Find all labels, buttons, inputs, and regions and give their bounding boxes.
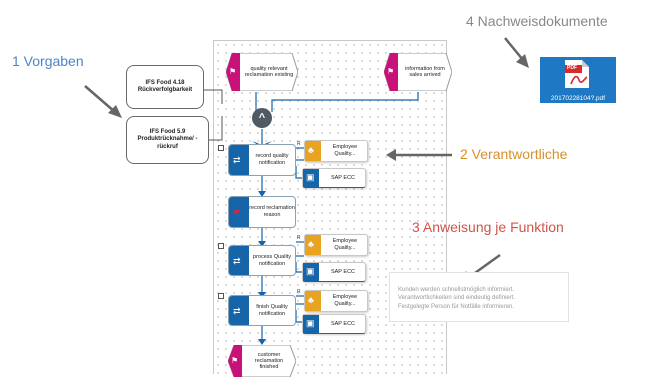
- function-record-quality-notification[interactable]: ⇄ record quality notification: [228, 144, 296, 176]
- system-icon: ▣: [303, 315, 319, 333]
- system-sap-ecc[interactable]: ▣ SAP ECC: [302, 314, 366, 334]
- role-label: Employee Quality...: [332, 294, 358, 307]
- annotation-anweisung: 3 Anweisung je Funktion: [412, 219, 564, 235]
- annotation-vorgaben: 1 Vorgaben: [12, 53, 84, 69]
- note-line: Festgelegte Person für Notfälle informie…: [398, 303, 515, 310]
- attachment-marker[interactable]: [218, 145, 224, 151]
- function-label: process Quality notification: [253, 253, 291, 267]
- requirement-text: IFS Food 4.18 Rückverfolgbarkeit: [137, 79, 193, 93]
- role-label: Employee Quality...: [332, 238, 358, 251]
- event-start-sales-info[interactable]: ⚑ information from sales arrived: [384, 53, 452, 91]
- role-employee-quality[interactable]: ♣ Employee Quality...: [304, 140, 368, 162]
- function-process-quality-notification[interactable]: ⇄ process Quality notification: [228, 245, 296, 276]
- function-finish-quality-notification[interactable]: ⇄ finish Quality notification: [228, 295, 296, 326]
- annotation-nachweisdokumente: 4 Nachweisdokumente: [466, 13, 608, 29]
- gateway-and-icon[interactable]: ^: [252, 108, 272, 128]
- function-icon: ▰: [229, 197, 249, 227]
- system-sap-ecc[interactable]: ▣ SAP ECC: [302, 168, 366, 188]
- system-label: SAP ECC: [330, 174, 356, 181]
- flag-icon: ⚑: [231, 356, 239, 365]
- r-label: R: [297, 289, 301, 295]
- function-record-reclamation-reason[interactable]: ▰ record reclamation reason: [228, 196, 296, 228]
- requirement-text: IFS Food 5.9 Produktrücknahme/ - rückruf: [137, 129, 198, 150]
- system-icon: ▣: [303, 169, 319, 187]
- event-label: information from sales arrived: [405, 65, 445, 78]
- attachment-marker[interactable]: [218, 293, 224, 299]
- pdf-filename: 20170228104?.pdf: [550, 95, 606, 102]
- event-label: quality relevant reclamation existing: [244, 65, 294, 78]
- pdf-badge: PDF: [567, 65, 577, 71]
- event-start-reclamation[interactable]: ⚑ quality relevant reclamation existing: [226, 53, 298, 91]
- function-label: record reclamation reason: [249, 205, 295, 218]
- flag-icon: ⚑: [387, 67, 395, 76]
- system-sap-ecc[interactable]: ▣ SAP ECC: [302, 262, 366, 282]
- function-icon: ⇄: [229, 145, 249, 175]
- function-label: record quality notification: [255, 153, 289, 166]
- function-icon: ⇄: [229, 296, 249, 325]
- function-label: finish Quality notification: [256, 303, 288, 317]
- function-icon: ⇄: [229, 246, 249, 275]
- attachment-marker[interactable]: [218, 243, 224, 249]
- role-employee-quality[interactable]: ♣ Employee Quality...: [304, 234, 368, 256]
- person-icon: ♣: [305, 141, 321, 161]
- flag-icon: ⚑: [229, 67, 237, 76]
- system-label: SAP ECC: [330, 320, 356, 327]
- role-label: Employee Quality...: [332, 144, 358, 157]
- event-end-reclamation-finished[interactable]: ⚑ customer reclamation finished: [228, 345, 296, 377]
- r-label: R: [297, 235, 301, 241]
- pdf-document[interactable]: PDF 20170228104?.pdf: [540, 57, 616, 103]
- requirement-box-recall[interactable]: IFS Food 5.9 Produktrücknahme/ - rückruf: [126, 116, 209, 164]
- r-label: R: [297, 141, 301, 147]
- instruction-note[interactable]: Kunden werden schnellstmöglich informier…: [389, 272, 569, 322]
- note-line: Verantwortlichkeiten sind eindeutig defi…: [398, 295, 516, 302]
- person-icon: ♣: [305, 235, 321, 255]
- person-icon: ♣: [305, 291, 321, 311]
- requirement-box-traceability[interactable]: IFS Food 4.18 Rückverfolgbarkeit: [126, 65, 204, 109]
- system-label: SAP ECC: [330, 268, 356, 275]
- annotation-verantwortliche: 2 Verantwortliche: [460, 146, 568, 162]
- pdf-file-icon: [565, 60, 589, 88]
- note-line: Kunden werden schnellstmöglich informier…: [398, 287, 515, 293]
- system-icon: ▣: [303, 263, 319, 281]
- event-label: customer reclamation finished: [254, 351, 284, 371]
- role-employee-quality[interactable]: ♣ Employee Quality...: [304, 290, 368, 312]
